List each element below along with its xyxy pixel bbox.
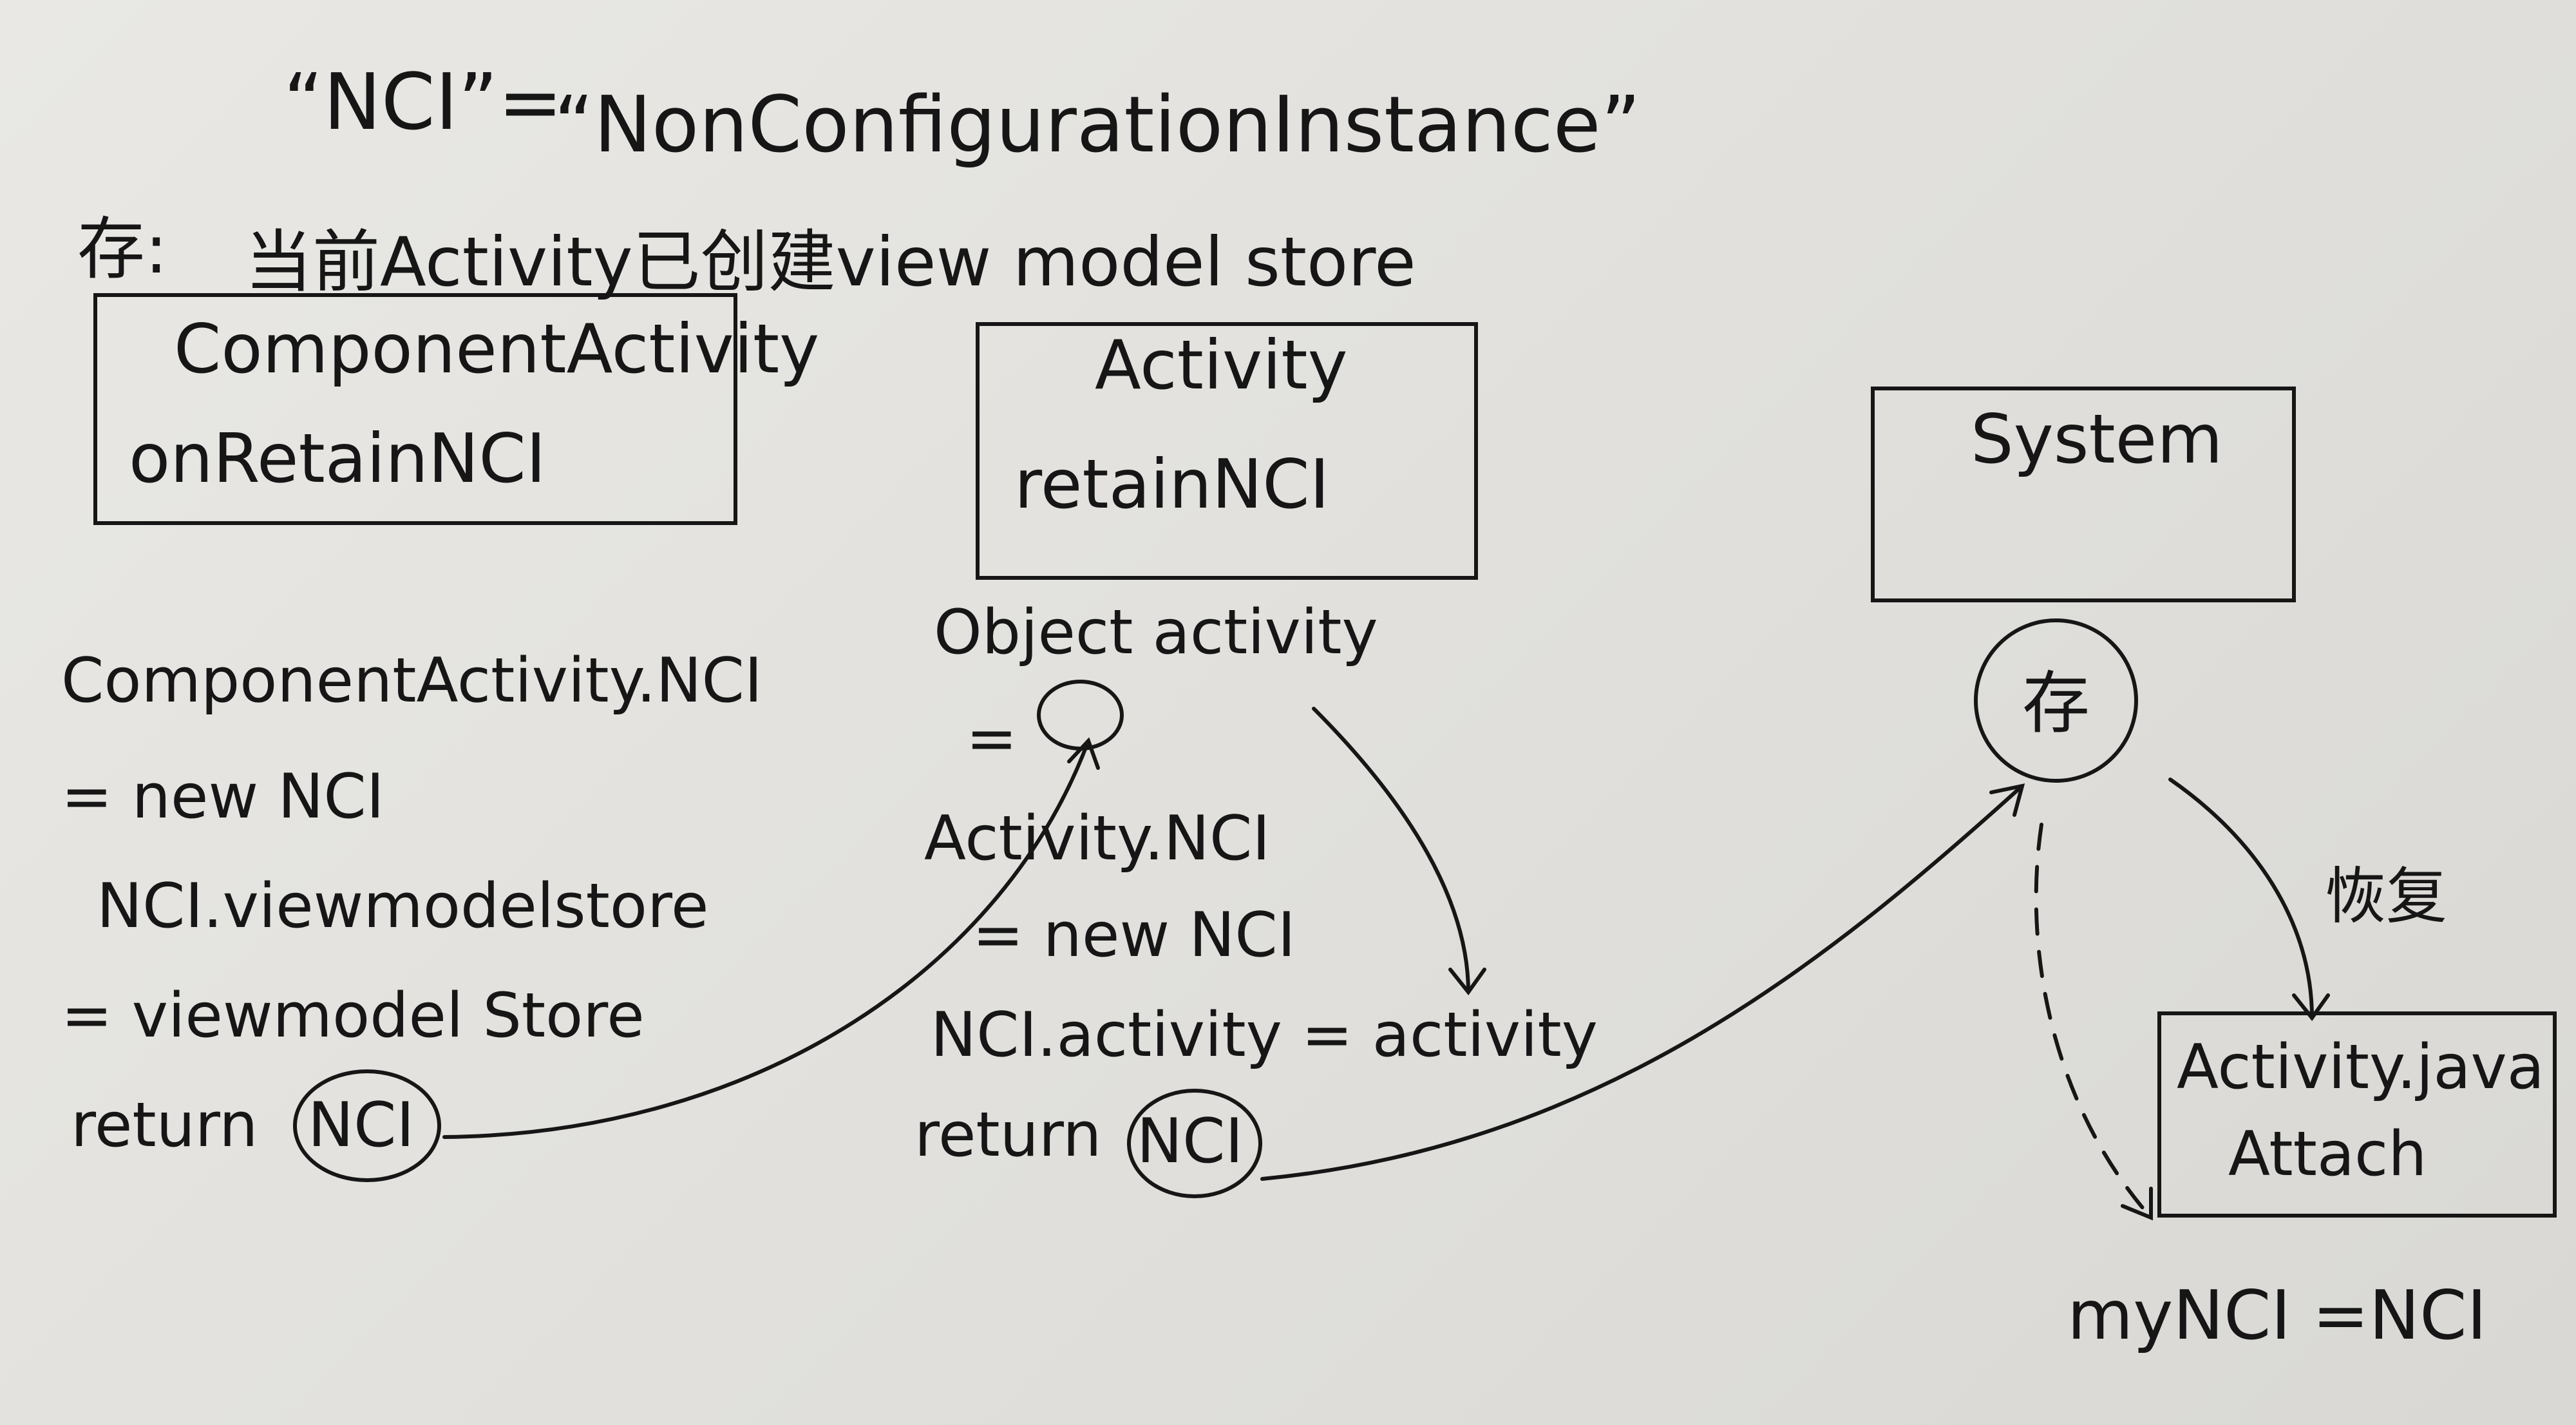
arrow-activity-return-to-store <box>1260 784 2024 1181</box>
arrowhead-activity-return-to-store <box>1989 783 2025 817</box>
arrowhead-store-to-attach <box>2292 993 2330 1021</box>
activity-code-line-5: NCI.activity = activity <box>931 1000 1598 1071</box>
store-note-text: 当前Activity已创建view model store <box>245 223 1416 301</box>
activity-box-method: retainNCI <box>1014 445 1330 524</box>
activity-java-attach-box <box>2157 1011 2557 1218</box>
attach-box-line-1: Activity.java <box>2177 1032 2544 1103</box>
activity-code-line-4: = new NCI <box>972 900 1296 971</box>
component-activity-box-method: onRetainNCI <box>129 419 546 498</box>
title-right: “NonConfigurationInstance” <box>554 81 1641 170</box>
activity-code-line-2: = <box>966 703 1018 774</box>
activity-return-value: NCI <box>1137 1106 1244 1177</box>
activity-code-line-3: Activity.NCI <box>924 803 1271 874</box>
system-box <box>1871 387 2296 602</box>
activity-box-title: Activity <box>1095 326 1348 405</box>
activity-box <box>976 322 1478 580</box>
activity-object-node <box>1037 680 1124 751</box>
component-code-line-1: ComponentActivity.NCI <box>61 646 762 716</box>
store-node-label: 存 <box>2022 664 2090 743</box>
arrowhead-activity-object-to-assign <box>1448 968 1486 995</box>
system-box-title: System <box>1971 400 2223 479</box>
result-text: myNCI =NCI <box>2067 1276 2487 1355</box>
arrowhead-store-to-result <box>2121 1187 2153 1221</box>
component-return-label: return <box>71 1090 258 1161</box>
component-activity-box-title: ComponentActivity <box>174 310 820 388</box>
arrow-activity-object-to-assign <box>1312 707 1470 994</box>
component-code-line-4: = viewmodel Store <box>61 980 645 1051</box>
arrow-store-to-attach <box>2168 778 2314 1020</box>
component-code-line-3: NCI.viewmodelstore <box>97 871 709 942</box>
activity-return-label: return <box>914 1100 1102 1171</box>
title-left: “NCI”= <box>283 58 563 148</box>
restore-label: 恢复 <box>2325 861 2448 932</box>
activity-return-node <box>1127 1089 1262 1198</box>
arrow-component-to-activity-object <box>442 739 1090 1139</box>
component-activity-box <box>93 293 737 525</box>
store-note-label: 存: <box>77 210 168 289</box>
activity-code-line-1: Object activity <box>934 597 1378 668</box>
attach-box-line-2: Attach <box>2228 1119 2427 1190</box>
component-code-line-2: = new NCI <box>61 761 384 832</box>
dashed-arrow-store-to-result <box>2034 823 2153 1219</box>
component-return-node <box>293 1069 441 1182</box>
store-node <box>1974 618 2138 783</box>
component-return-value: NCI <box>308 1090 415 1161</box>
